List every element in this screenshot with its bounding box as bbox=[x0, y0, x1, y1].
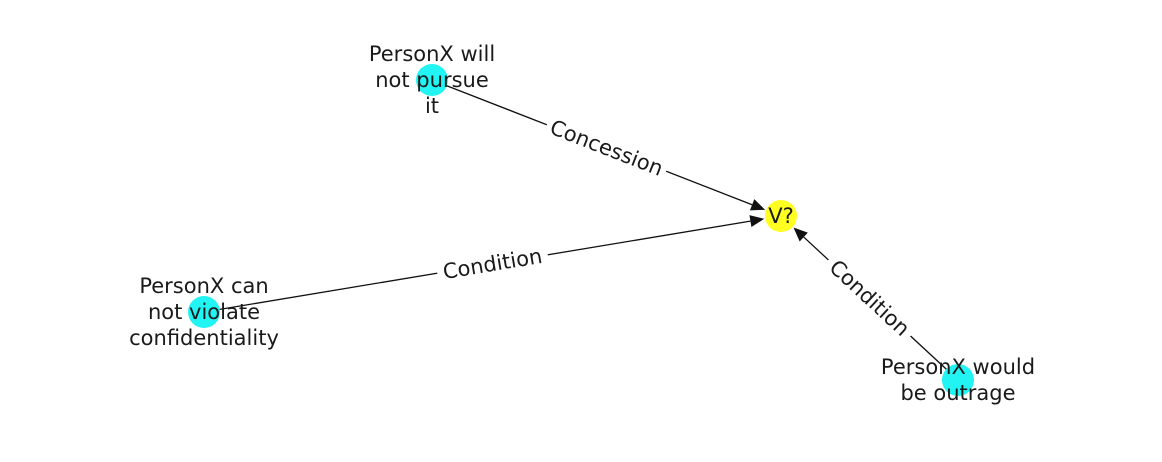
node-n2-label-line: confidentiality bbox=[129, 326, 279, 350]
edge-arrowhead bbox=[793, 227, 808, 242]
edge-label-group: Condition bbox=[434, 237, 551, 291]
node-n2-label-line: PersonX can bbox=[139, 274, 268, 298]
nodes-layer bbox=[188, 64, 974, 396]
edge-label-background bbox=[816, 246, 923, 350]
edge-label: Condition bbox=[825, 255, 915, 341]
node-n1-circle[interactable] bbox=[416, 64, 448, 96]
edge-label-background bbox=[540, 107, 673, 189]
node-n2-circle[interactable] bbox=[188, 296, 220, 328]
node-n3-label-line: be outrage bbox=[900, 381, 1015, 405]
node-n3-circle[interactable] bbox=[942, 364, 974, 396]
node-v-circle[interactable] bbox=[765, 200, 797, 232]
edge-label-group: Concession bbox=[540, 107, 673, 189]
edge-arrowhead bbox=[749, 215, 765, 228]
node-n2-label-line: not violate bbox=[148, 300, 260, 324]
node-n1-label-line: PersonX will bbox=[369, 42, 495, 66]
node-n3-label-line: PersonX would bbox=[881, 355, 1035, 379]
node-n1-label-line: not pursue bbox=[375, 68, 489, 92]
edge-label-background bbox=[434, 237, 551, 291]
edge-label-group: Condition bbox=[816, 246, 923, 350]
node-v-label-line: V? bbox=[768, 204, 794, 228]
edge-arrowhead bbox=[749, 199, 766, 211]
node-n1-label-line: it bbox=[425, 94, 439, 118]
